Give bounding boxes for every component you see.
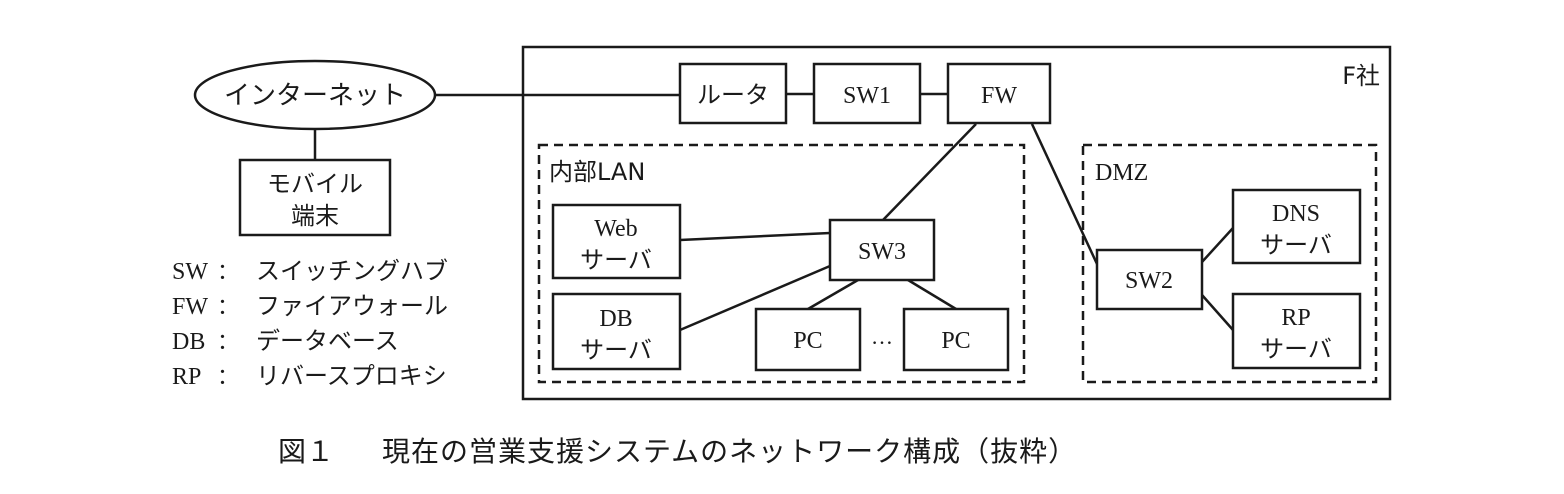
web-server-node: Web サーバ <box>551 203 682 280</box>
legend: SW ： スイッチングハブ FW ： ファイアウォール DB ： データベース … <box>172 257 448 390</box>
legend-meaning: スイッチングハブ <box>256 257 448 285</box>
legend-sep: ： <box>217 330 239 355</box>
router-label: ルータ <box>697 81 769 109</box>
legend-abbr: DB <box>172 329 205 355</box>
pc-ellipsis: … <box>871 324 893 349</box>
legend-meaning: ファイアウォール <box>256 292 448 320</box>
dns-server-node: DNS サーバ <box>1231 188 1362 265</box>
internal-lan-label: 内部LAN <box>549 158 645 186</box>
legend-meaning: リバースプロキシ <box>256 362 447 390</box>
internet-label: インターネット <box>224 81 406 111</box>
link-sw2-rp <box>1201 294 1234 331</box>
db-server-line2: サーバ <box>580 336 652 364</box>
legend-meaning: データベース <box>256 327 399 355</box>
rp-server-line2: サーバ <box>1260 335 1332 363</box>
pc-node-1: PC <box>754 307 862 372</box>
legend-sep: ： <box>217 365 239 390</box>
mobile-terminal-node: モバイル 端末 <box>238 158 392 237</box>
firewall-node: FW <box>946 62 1052 125</box>
sw1-label: SW1 <box>843 83 891 109</box>
dmz-zone <box>1081 143 1378 384</box>
figure-caption: 図１ 現在の営業支援システムのネットワーク構成（抜粋） <box>278 435 1077 468</box>
internet-node: インターネット <box>193 59 437 131</box>
legend-item-sw: SW ： スイッチングハブ <box>172 257 448 285</box>
link-fw-sw3 <box>882 123 977 221</box>
link-sw2-dns <box>1201 227 1234 263</box>
figure-title: 現在の営業支援システムのネットワーク構成（抜粋） <box>382 435 1077 468</box>
sw1-node: SW1 <box>812 62 922 125</box>
dns-server-line1: DNS <box>1272 201 1320 227</box>
rp-server-node: RP サーバ <box>1231 292 1362 370</box>
legend-item-db: DB ： データベース <box>172 327 399 355</box>
rp-server-line1: RP <box>1281 305 1310 331</box>
link-db-sw3 <box>679 264 831 332</box>
sw3-label: SW3 <box>858 239 906 265</box>
internal-lan-zone <box>537 143 1026 384</box>
pc-node-2: PC <box>902 307 1010 372</box>
pc2-label: PC <box>941 328 970 354</box>
sw3-node: SW3 <box>828 218 936 282</box>
dns-server-line2: サーバ <box>1260 231 1332 259</box>
legend-sep: ： <box>217 295 239 320</box>
legend-item-fw: FW ： ファイアウォール <box>172 292 448 320</box>
link-sw3-pc1 <box>807 278 859 311</box>
link-sw3-pc2 <box>907 278 957 311</box>
sw2-node: SW2 <box>1095 248 1204 311</box>
company-label: F社 <box>1342 62 1380 90</box>
legend-abbr: FW <box>172 294 208 320</box>
legend-abbr: RP <box>172 364 201 390</box>
web-server-line1: Web <box>594 216 637 242</box>
dmz-label: DMZ <box>1095 160 1148 186</box>
fw-label: FW <box>981 83 1017 109</box>
legend-sep: ： <box>217 260 239 285</box>
legend-item-rp: RP ： リバースプロキシ <box>172 362 447 390</box>
mobile-label-line1: モバイル <box>267 170 363 198</box>
db-server-node: DB サーバ <box>551 292 682 371</box>
web-server-line2: サーバ <box>580 246 652 274</box>
sw2-label: SW2 <box>1125 268 1173 294</box>
link-fw-sw2 <box>1030 123 1099 265</box>
pc1-label: PC <box>793 328 822 354</box>
company-boundary <box>521 45 1392 401</box>
mobile-label-line2: 端末 <box>291 202 339 230</box>
figure-number: 図１ <box>278 435 334 468</box>
db-server-line1: DB <box>599 306 632 332</box>
router-node: ルータ <box>678 62 788 125</box>
internet-cloud-icon <box>193 59 437 131</box>
legend-abbr: SW <box>172 259 208 285</box>
link-web-sw3 <box>679 231 831 242</box>
